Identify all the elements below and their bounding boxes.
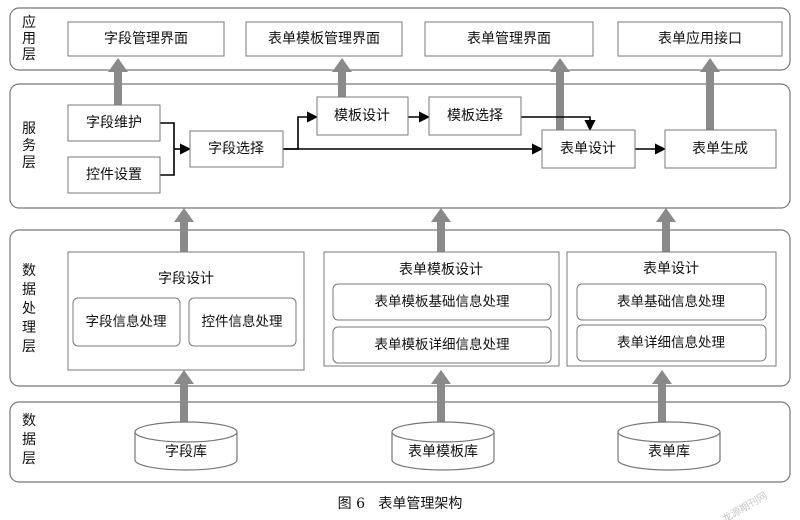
template-detail-info-box	[332, 326, 552, 364]
form-application-api-label: 表单应用接口	[658, 30, 742, 47]
template-basic-info-box	[332, 283, 552, 321]
layer-label-char: 层	[22, 339, 36, 355]
control-setting-box: 控件设置	[67, 156, 161, 194]
form-db-label: 表单库	[648, 444, 690, 460]
layer-label-char: 务	[22, 138, 36, 154]
template-select-label: 模板选择	[447, 108, 503, 124]
form-basic-info-box	[576, 283, 767, 321]
watermark: 龙源期刊网	[720, 489, 770, 520]
service-layer-label: 服 务 层	[22, 121, 36, 171]
template-design-group: 表单模板设计 表单模板基础信息处理 表单模板详细信息处理	[323, 251, 560, 367]
arrow-template-db-to-processing	[431, 370, 451, 422]
line-field-maintain-to-select	[160, 122, 175, 149]
form-design-label: 表单设计	[560, 141, 616, 157]
line-control-setting-to-select	[160, 149, 175, 176]
layer-label-char: 数	[22, 413, 36, 429]
form-management-ui-label: 表单管理界面	[467, 31, 551, 47]
control-setting-label: 控件设置	[86, 167, 142, 183]
field-maintain-box: 字段维护	[67, 104, 161, 142]
data-processing-layer-label: 数 据 处 理 层	[22, 263, 36, 355]
layer-label-char: 数	[22, 263, 36, 279]
layer-label-char: 用	[22, 31, 36, 47]
data-layer-label: 数 据 层	[22, 413, 36, 467]
layer-label-char: 理	[22, 320, 36, 336]
control-info-process-label: 控件信息处理	[202, 313, 283, 330]
field-management-ui: 字段管理界面	[67, 21, 225, 57]
field-management-ui-label: 字段管理界面	[104, 31, 188, 47]
form-management-ui: 表单管理界面	[424, 21, 594, 57]
form-detail-info-label: 表单详细信息处理	[617, 334, 725, 351]
field-info-process-label: 字段信息处理	[86, 313, 167, 330]
layer-label-char: 层	[22, 451, 36, 467]
service-layer-panel	[9, 83, 791, 209]
arrow-form-design-to-form-ui	[550, 58, 570, 130]
line-template-select-to-form-design	[521, 116, 596, 132]
form-design-group: 表单设计 表单基础信息处理 表单详细信息处理	[566, 251, 777, 367]
field-design-group: 字段设计 字段信息处理 控件信息处理	[67, 251, 305, 371]
field-db-cylinder: 字段库	[134, 421, 238, 471]
form-db-cylinder: 表单库	[617, 421, 721, 471]
template-design-box: 模板设计	[316, 96, 409, 136]
figure-caption: 图 6 表单管理架构	[338, 496, 463, 512]
field-maintain-label: 字段维护	[86, 115, 142, 131]
template-detail-info-label: 表单模板详细信息处理	[375, 336, 510, 353]
layer-label-char: 应	[22, 14, 36, 31]
form-generate-label: 表单生成	[692, 141, 748, 157]
arrow-template-design-to-service	[431, 208, 451, 258]
form-generate-box: 表单生成	[664, 129, 777, 169]
layer-label-char: 据	[22, 282, 36, 298]
template-db-cylinder: 表单模板库	[391, 421, 495, 471]
field-info-process-box	[72, 297, 181, 347]
layer-label-char: 层	[22, 47, 36, 63]
field-design-title: 字段设计	[158, 271, 214, 287]
field-select-label: 字段选择	[208, 141, 264, 157]
arrow-field-design-to-service	[174, 208, 194, 252]
template-db-label: 表单模板库	[408, 444, 478, 460]
app-layer-label: 应 用 层	[22, 14, 36, 63]
template-design-group-title: 表单模板设计	[399, 262, 483, 278]
field-db-label: 字段库	[165, 444, 207, 460]
form-application-api: 表单应用接口	[617, 21, 783, 57]
arrow-field-db-to-processing	[174, 370, 194, 422]
arrow-template-design-to-template-ui	[332, 58, 352, 97]
layer-label-char: 层	[22, 155, 36, 171]
arrow-form-generate-to-form-api	[700, 58, 720, 130]
form-design-group-title: 表单设计	[643, 261, 699, 277]
form-basic-info-label: 表单基础信息处理	[617, 293, 725, 310]
form-design-box: 表单设计	[541, 129, 636, 169]
template-management-ui-label: 表单模板管理界面	[268, 31, 380, 47]
arrow-form-design-to-service	[656, 208, 676, 254]
arrow-field-maintain-to-field-ui	[108, 58, 128, 105]
template-select-box: 模板选择	[428, 96, 522, 136]
template-basic-info-label: 表单模板基础信息处理	[375, 293, 510, 310]
control-info-process-box	[188, 297, 297, 347]
layer-label-char: 服	[22, 121, 36, 137]
field-select-box: 字段选择	[189, 130, 284, 168]
template-design-label: 模板设计	[334, 108, 390, 124]
arrow-form-db-to-processing	[652, 370, 672, 422]
form-detail-info-box	[576, 324, 767, 362]
template-management-ui: 表单模板管理界面	[245, 21, 403, 57]
layer-label-char: 据	[22, 432, 36, 448]
layer-label-char: 处	[22, 301, 36, 317]
